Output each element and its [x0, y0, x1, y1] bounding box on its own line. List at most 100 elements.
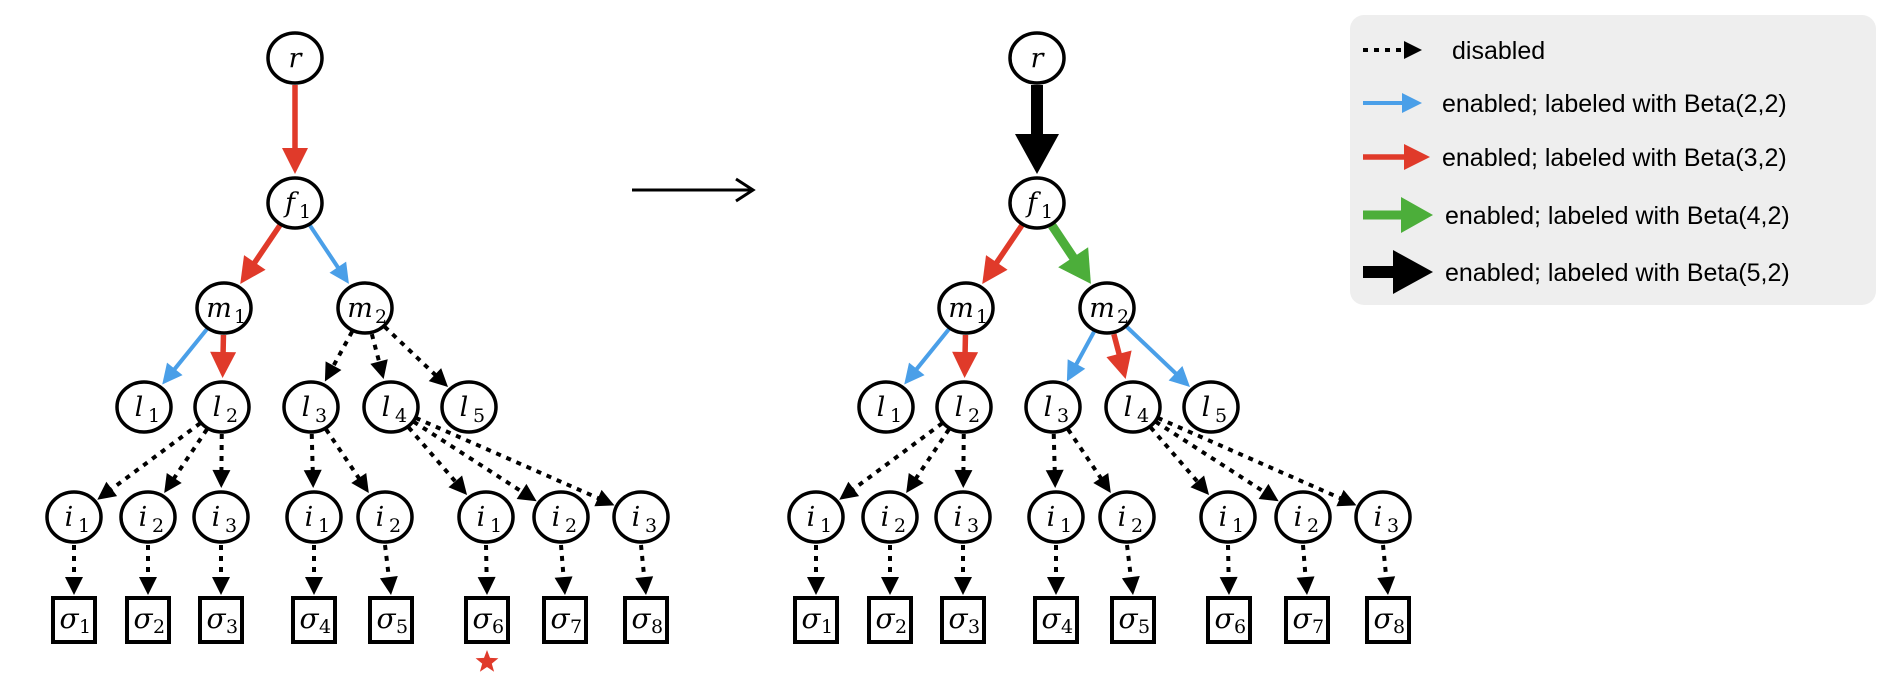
- svg-text:σ: σ: [550, 602, 570, 635]
- svg-text:i: i: [632, 502, 641, 533]
- svg-text:i: i: [477, 502, 486, 533]
- legend-label-blue: enabled; labeled with Beta(2,2): [1442, 90, 1787, 118]
- legend-label-green: enabled; labeled with Beta(4,2): [1445, 202, 1790, 230]
- svg-text:1: 1: [79, 616, 91, 638]
- svg-text:i: i: [552, 502, 561, 533]
- edge-m2-l5: [383, 325, 448, 388]
- svg-text:σ: σ: [376, 602, 396, 635]
- edge-i2_3-leaf-3: [954, 545, 972, 595]
- edge-m2-l3: [324, 330, 354, 382]
- svg-text:4: 4: [395, 405, 407, 427]
- svg-text:3: 3: [967, 515, 979, 537]
- svg-text:l: l: [877, 392, 886, 423]
- svg-text:8: 8: [1393, 616, 1405, 638]
- legend-label-disabled: disabled: [1452, 37, 1545, 65]
- svg-text:σ: σ: [133, 602, 153, 635]
- svg-text:3: 3: [968, 616, 980, 638]
- svg-text:7: 7: [570, 616, 582, 638]
- edge-l3-i3_1: [1045, 433, 1064, 489]
- svg-text:2: 2: [389, 515, 401, 537]
- svg-text:2: 2: [895, 616, 907, 638]
- svg-text:3: 3: [645, 515, 657, 537]
- edge-i2_2-leaf-2: [881, 545, 899, 595]
- svg-text:i: i: [65, 502, 74, 533]
- legend-label-red: enabled; labeled with Beta(3,2): [1442, 144, 1787, 172]
- svg-text:2: 2: [153, 616, 165, 638]
- svg-text:σ: σ: [801, 602, 821, 635]
- edge-m2-l4: [369, 333, 388, 379]
- svg-text:1: 1: [976, 306, 988, 328]
- svg-text:l: l: [1202, 392, 1211, 423]
- svg-text:6: 6: [1234, 616, 1246, 638]
- node-root: r: [266, 31, 324, 85]
- edge-l2-i2_3: [212, 433, 231, 489]
- svg-text:1: 1: [78, 515, 90, 537]
- svg-text:m: m: [1089, 293, 1115, 324]
- svg-text:σ: σ: [1118, 602, 1138, 635]
- legend-label-black: enabled; labeled with Beta(5,2): [1445, 259, 1790, 287]
- edge-l3-i3_1: [303, 433, 322, 489]
- svg-text:r: r: [1031, 43, 1046, 74]
- svg-text:1: 1: [1232, 515, 1244, 537]
- svg-text:2: 2: [894, 515, 906, 537]
- edge-l2-i2_3: [954, 433, 973, 489]
- svg-text:l: l: [382, 392, 391, 423]
- edge-m1-l1: [904, 327, 951, 385]
- svg-text:1: 1: [890, 405, 902, 427]
- svg-text:2: 2: [968, 405, 980, 427]
- edge-m1-l2: [210, 334, 237, 379]
- svg-text:3: 3: [1387, 515, 1399, 537]
- svg-text:2: 2: [1117, 306, 1129, 328]
- svg-text:i: i: [807, 502, 816, 533]
- svg-text:σ: σ: [472, 602, 492, 635]
- edge-i2_3-leaf-3: [212, 545, 230, 595]
- node-root: r: [1008, 31, 1066, 85]
- edge-i2_2-leaf-2: [139, 545, 157, 595]
- edge-i4_3-leaf-8: [635, 544, 654, 595]
- svg-text:σ: σ: [206, 602, 226, 635]
- svg-text:2: 2: [1131, 515, 1143, 537]
- svg-text:5: 5: [473, 405, 485, 427]
- svg-text:l: l: [1124, 392, 1133, 423]
- svg-text:1: 1: [1041, 201, 1053, 223]
- edge-f-m2: [1048, 222, 1091, 284]
- svg-text:i: i: [212, 502, 221, 533]
- svg-text:1: 1: [318, 515, 330, 537]
- edge-l4-i4_1: [1149, 426, 1210, 496]
- legend-swatch-green: [1363, 197, 1433, 233]
- svg-text:i: i: [376, 502, 385, 533]
- transition-arrow: [632, 177, 756, 203]
- svg-text:σ: σ: [1041, 602, 1061, 635]
- svg-text:m: m: [206, 293, 232, 324]
- edge-i3_2-leaf-5: [1121, 544, 1140, 595]
- svg-text:i: i: [1374, 502, 1383, 533]
- svg-text:3: 3: [226, 616, 238, 638]
- edge-l3-i3_2: [324, 428, 369, 493]
